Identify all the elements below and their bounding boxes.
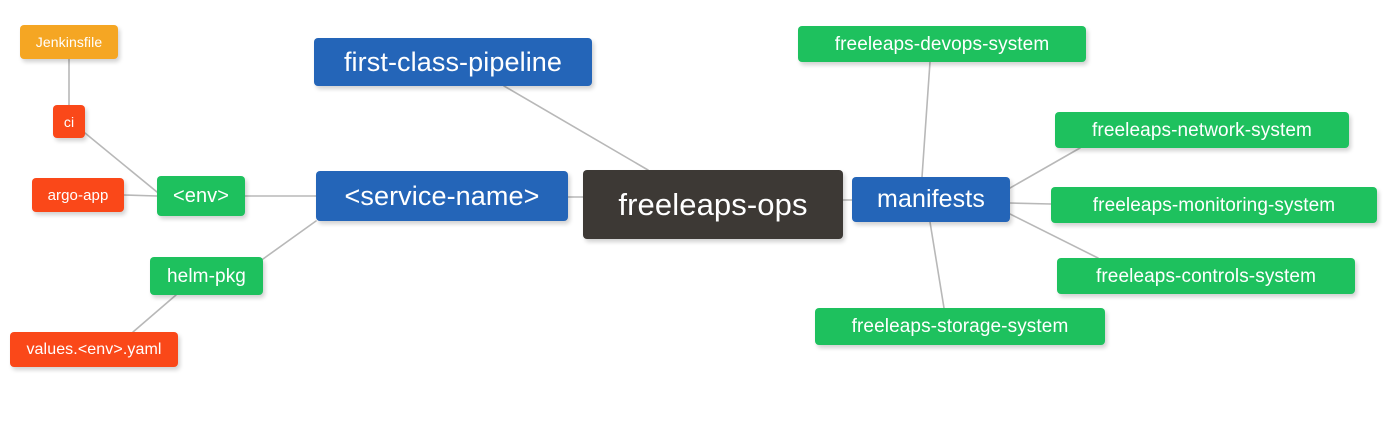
edge-first-class-pipeline-to-freeleaps-ops [503, 85, 649, 171]
node-freeleaps-devops-system[interactable]: freeleaps-devops-system [798, 26, 1086, 62]
edge-manifests-to-freeleaps-devops-system [921, 61, 931, 178]
edge-argo-app-to-env [123, 194, 158, 197]
node-freeleaps-storage-system[interactable]: freeleaps-storage-system [815, 308, 1105, 345]
node-env[interactable]: <env> [157, 176, 245, 216]
node-label-helm-pkg: helm-pkg [167, 265, 246, 287]
node-label-service-name: <service-name> [344, 180, 540, 211]
node-label-argo-app: argo-app [47, 186, 109, 204]
node-helm-pkg[interactable]: helm-pkg [150, 257, 263, 295]
node-jenkinsfile[interactable]: Jenkinsfile [20, 25, 118, 59]
node-first-class-pipeline[interactable]: first-class-pipeline [314, 38, 592, 86]
edge-manifests-to-freeleaps-network-system [1009, 147, 1081, 189]
node-label-freeleaps-network-system: freeleaps-network-system [1092, 119, 1312, 141]
node-freeleaps-ops[interactable]: freeleaps-ops [583, 170, 843, 239]
node-argo-app[interactable]: argo-app [32, 178, 124, 212]
node-label-freeleaps-monitoring-system: freeleaps-monitoring-system [1092, 194, 1336, 216]
node-label-freeleaps-devops-system: freeleaps-devops-system [834, 33, 1050, 55]
edge-helm-pkg-to-values-yaml [132, 294, 177, 333]
node-freeleaps-monitoring-system[interactable]: freeleaps-monitoring-system [1051, 187, 1377, 223]
edge-manifests-to-freeleaps-monitoring-system [1009, 202, 1052, 205]
node-label-ci: ci [63, 113, 75, 130]
node-label-jenkinsfile: Jenkinsfile [35, 34, 103, 50]
node-service-name[interactable]: <service-name> [316, 171, 568, 221]
node-label-freeleaps-ops: freeleaps-ops [618, 187, 808, 222]
node-label-first-class-pipeline: first-class-pipeline [343, 46, 563, 77]
node-label-manifests: manifests [877, 185, 985, 213]
edge-service-name-to-helm-pkg [262, 220, 317, 260]
node-freeleaps-controls-system[interactable]: freeleaps-controls-system [1057, 258, 1355, 294]
edge-manifests-to-freeleaps-storage-system [929, 221, 945, 309]
node-label-freeleaps-controls-system: freeleaps-controls-system [1095, 265, 1317, 287]
node-ci[interactable]: ci [53, 105, 85, 138]
node-values-yaml[interactable]: values.<env>.yaml [10, 332, 178, 367]
node-manifests[interactable]: manifests [852, 177, 1010, 222]
node-label-env: <env> [172, 185, 230, 207]
node-label-values-yaml: values.<env>.yaml [26, 340, 162, 358]
node-freeleaps-network-system[interactable]: freeleaps-network-system [1055, 112, 1349, 148]
node-label-freeleaps-storage-system: freeleaps-storage-system [851, 316, 1069, 337]
